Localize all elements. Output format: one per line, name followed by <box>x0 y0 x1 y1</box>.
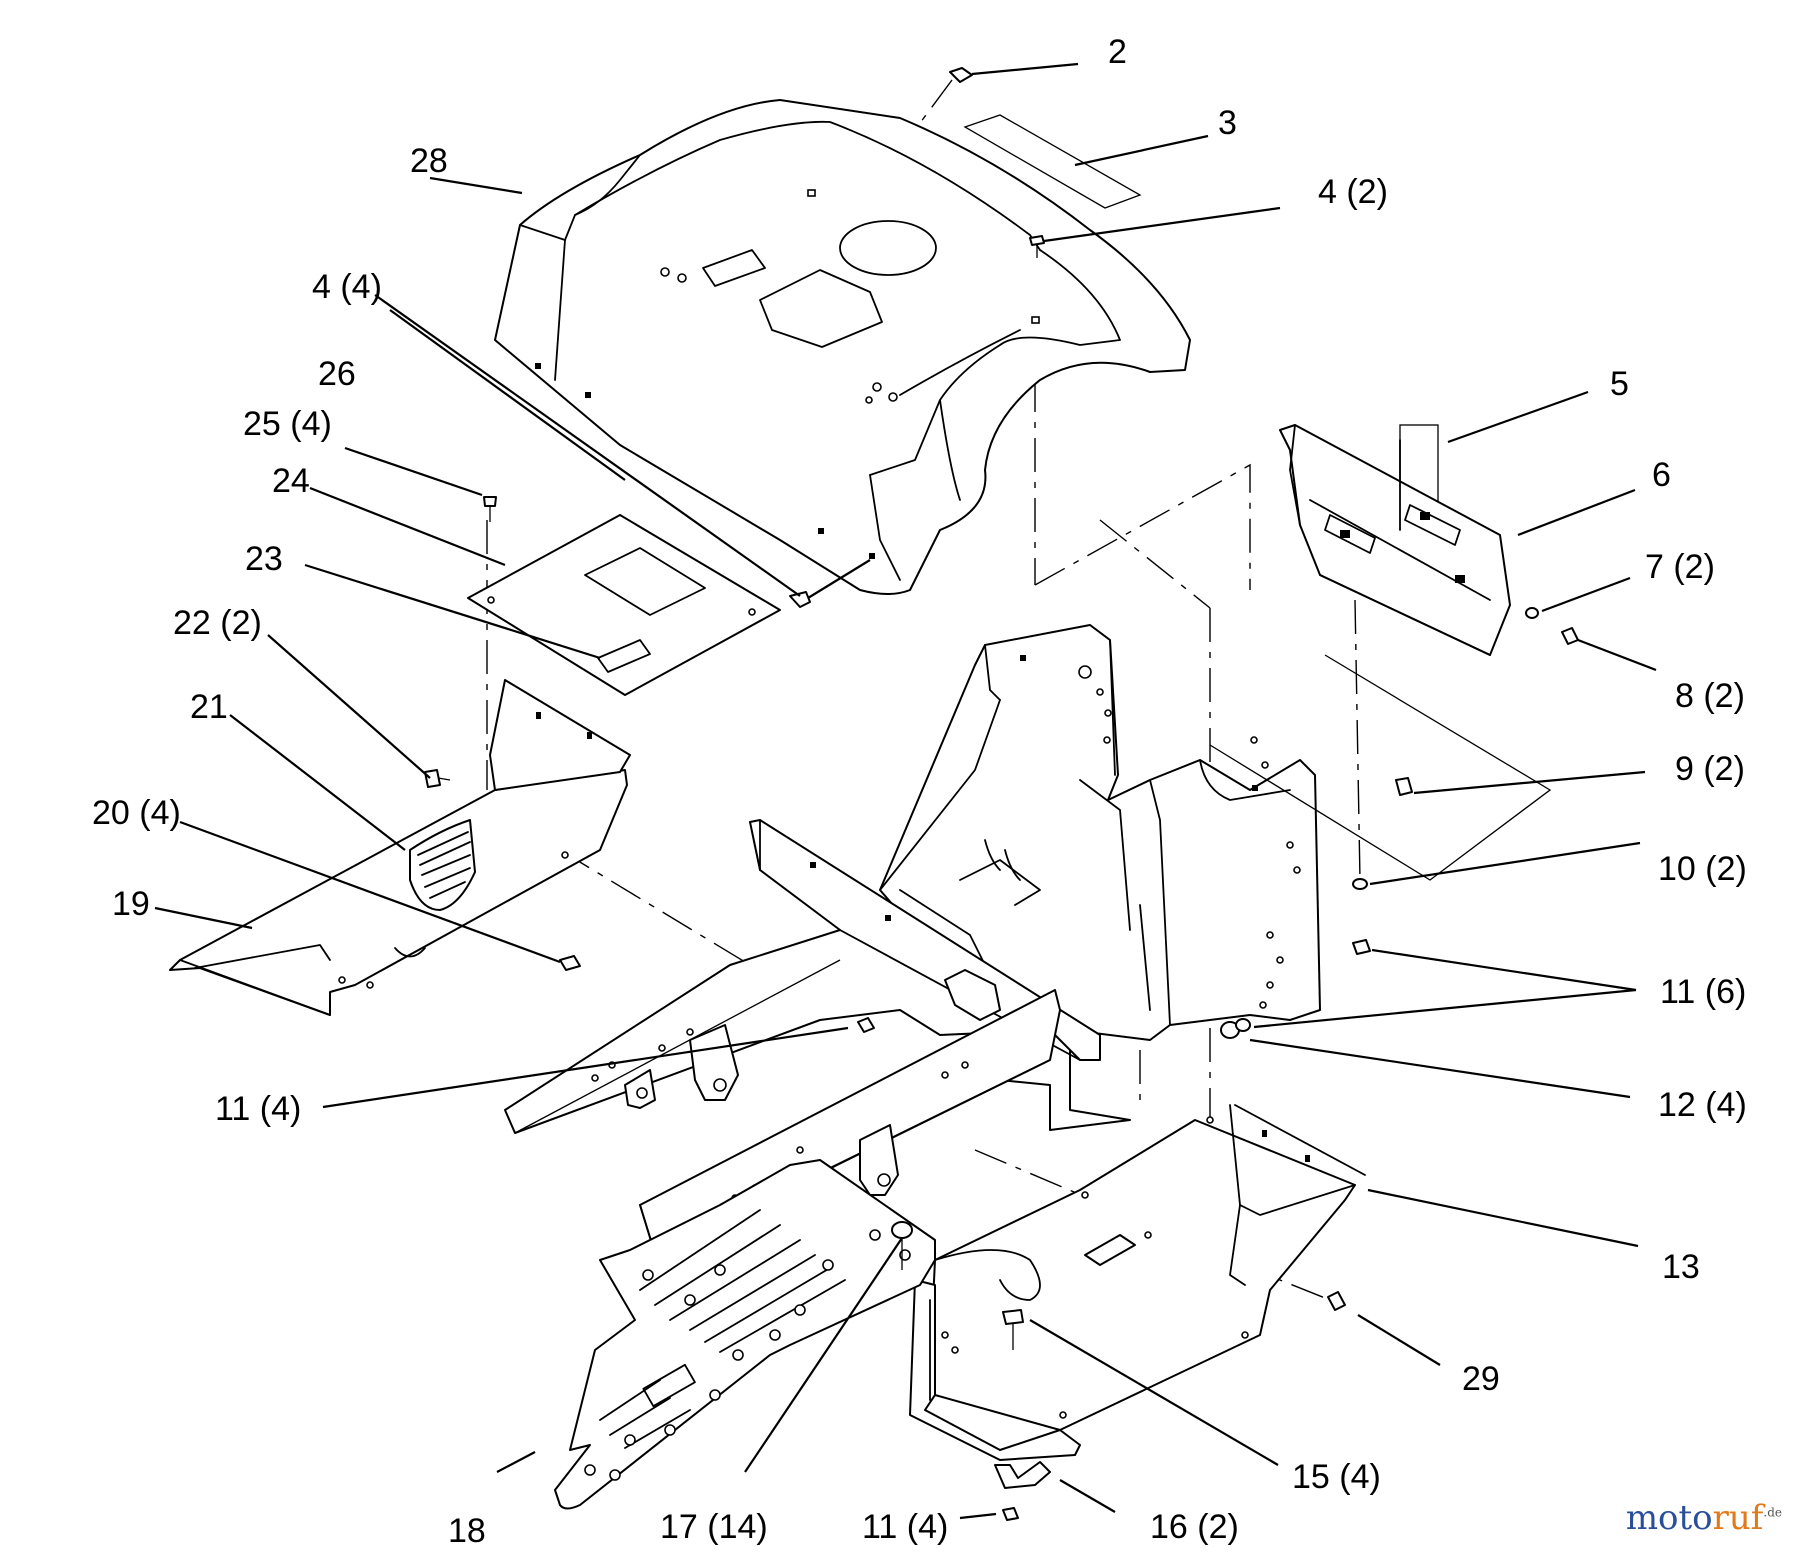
screw-part-22 <box>424 769 451 788</box>
callout-25-4: 25 (4) <box>243 405 332 443</box>
callout-2: 2 <box>1108 33 1127 71</box>
panel-part-24 <box>467 514 781 696</box>
nut-part-11-mid <box>322 1017 875 1109</box>
bolt-part-15 <box>1002 1309 1279 1466</box>
callout-11-6: 11 (6) <box>1660 973 1746 1011</box>
callout-23: 23 <box>245 540 283 578</box>
callout-4-4: 4 (4) <box>312 268 382 306</box>
fastener-part-17 <box>744 1221 913 1473</box>
callout-11-4-mid: 11 (4) <box>215 1090 301 1128</box>
callout-12-4: 12 (4) <box>1658 1086 1747 1124</box>
washer-part-7 <box>1525 576 1631 619</box>
callout-20-4: 20 (4) <box>92 794 181 832</box>
callout-15-4: 15 (4) <box>1292 1458 1381 1496</box>
callout-11-4-bottom: 11 (4) <box>862 1508 948 1546</box>
washer-part-12 <box>1220 1018 1631 1099</box>
bolt-part-25 <box>483 496 497 522</box>
callout-8-2: 8 (2) <box>1675 677 1745 715</box>
nut-part-11-bottom <box>959 1507 1019 1521</box>
fender-inner-bracket <box>909 1279 1081 1461</box>
bracket-part-16 <box>994 1461 1116 1513</box>
decal-part-3 <box>963 114 1209 209</box>
left-fender-part-19 <box>169 679 631 1016</box>
nut-part-11-right <box>1253 939 1637 1029</box>
screw-part-4-top <box>1029 206 1281 258</box>
callout-22-2: 22 (2) <box>173 604 262 642</box>
nut-part-9 <box>1209 654 1646 881</box>
callout-26: 26 <box>318 355 356 393</box>
callout-21: 21 <box>190 688 228 726</box>
callout-leaders <box>154 176 626 964</box>
callout-3: 3 <box>1218 104 1237 142</box>
callout-29: 29 <box>1462 1360 1500 1398</box>
callout-18: 18 <box>448 1512 486 1550</box>
callout-7-2: 7 (2) <box>1645 548 1715 586</box>
callout-28: 28 <box>410 142 448 180</box>
callout-labels: 2 3 4 (2) 28 4 (4) 26 25 (4) 24 23 22 (2… <box>92 33 1747 1550</box>
right-fender-part-13 <box>929 1104 1639 1431</box>
callout-13: 13 <box>1662 1248 1700 1286</box>
clip-part-2 <box>949 62 1079 83</box>
callout-9-2: 9 (2) <box>1675 750 1745 788</box>
callout-4-2: 4 (2) <box>1318 173 1388 211</box>
hood-part-28 <box>494 99 1191 595</box>
washer-part-10 <box>1352 841 1641 890</box>
nut-part-20 <box>559 955 581 971</box>
callout-6: 6 <box>1652 456 1671 494</box>
footrest-mat-part-18 <box>496 1159 936 1510</box>
screw-part-29 <box>1327 1291 1441 1366</box>
plate-part-6 <box>1279 424 1636 656</box>
screw-part-4-side <box>374 294 871 608</box>
screw-part-8 <box>1561 627 1657 672</box>
callout-17-14: 17 (14) <box>660 1508 768 1546</box>
callout-16-2: 16 (2) <box>1150 1508 1239 1546</box>
watermark-logo: motoruf.de <box>1625 1498 1782 1538</box>
callout-5: 5 <box>1610 365 1629 403</box>
callout-19: 19 <box>112 885 150 923</box>
callout-10-2: 10 (2) <box>1658 850 1747 888</box>
callout-24: 24 <box>272 462 310 500</box>
